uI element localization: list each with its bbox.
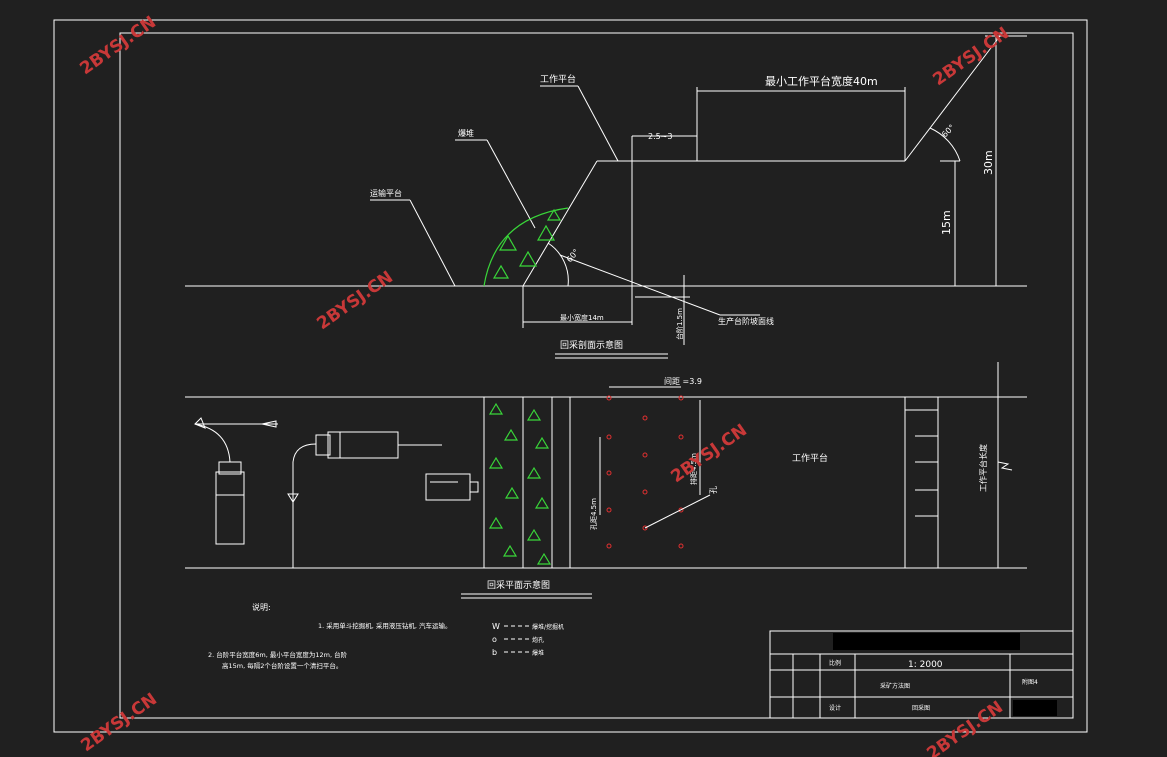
label-platform-width: 工作平台长度 <box>978 444 988 492</box>
haul-truck-vertical <box>215 461 245 545</box>
watermark: 2BYSJ.CN <box>77 689 160 756</box>
label-gap: 2.5~3 <box>648 132 673 141</box>
tb-scale-value: 1: 2000 <box>908 660 943 670</box>
blast-holes <box>606 395 684 549</box>
watermark: 2BYSJ.CN <box>313 267 396 334</box>
label-min-width: 最小工作平台宽度40m <box>765 74 878 88</box>
legend-symbol-w: W <box>492 622 500 631</box>
label-step-height: 台阶1.5m <box>675 308 684 340</box>
tb-drawing-no: 附图4 <box>1022 678 1038 686</box>
label-height-15: 15m <box>940 210 953 235</box>
caption-profile: 回采剖面示意图 <box>560 339 623 351</box>
section-profile <box>185 35 1027 359</box>
notes-line3: 高15m, 每隔2个台阶设置一个清扫平台。 <box>222 661 342 670</box>
label-height-30: 30m <box>982 150 995 175</box>
tb-designer-label: 设计 <box>829 704 841 712</box>
watermark: 2BYSJ.CN <box>667 420 750 487</box>
label-angle-right: 60° <box>940 123 956 139</box>
label-safety-width: 最小宽度14m <box>560 313 604 322</box>
haul-truck-horizontal <box>315 431 399 459</box>
label-transport-platform: 运输平台 <box>370 188 402 198</box>
notes-line1: 1. 采用单斗挖掘机, 采用液压钻机, 汽车运输。 <box>318 621 452 630</box>
legend-label-w: 爆堆/挖掘机 <box>532 623 564 631</box>
section-plan <box>185 362 1027 599</box>
label-blasthole: 爆堆 <box>458 128 474 138</box>
legend-symbol-b: b <box>492 648 497 657</box>
inner-frame <box>119 32 1074 719</box>
label-hole: 孔 <box>709 486 718 494</box>
watermark: 2BYSJ.CN <box>76 12 159 79</box>
legend-label-b: 爆堆 <box>532 649 544 657</box>
excavator <box>425 473 479 501</box>
legend-symbol-o: o <box>492 635 497 644</box>
tb-drawing-name: 采矿方法图 <box>880 682 910 690</box>
outer-frame <box>53 19 1088 733</box>
label-hole-spacing: 排距4.5m <box>689 453 698 485</box>
watermark: 2BYSJ.CN <box>923 697 1006 757</box>
legend-label-o: 炮孔 <box>532 636 544 644</box>
legend-lines <box>504 625 530 653</box>
caption-plan: 回采平面示意图 <box>487 579 550 591</box>
label-production-line: 生产台阶坡面线 <box>718 316 774 326</box>
tb-scale-label: 比例 <box>829 659 841 667</box>
label-work-platform-plan: 工作平台 <box>792 452 828 464</box>
label-work-platform-top: 工作平台 <box>540 73 576 85</box>
notes-title: 说明: <box>252 602 271 612</box>
label-spacing: 间距 =3.9 <box>664 377 702 386</box>
muck-pile-plan <box>488 402 552 565</box>
notes-line2: 2. 台阶平台宽度6m, 最小平台宽度为12m, 台阶 <box>208 650 348 659</box>
label-row-spacing: 孔距4.5m <box>590 498 598 530</box>
tb-designer-value: 回采图 <box>912 704 930 712</box>
title-block <box>769 630 1074 719</box>
